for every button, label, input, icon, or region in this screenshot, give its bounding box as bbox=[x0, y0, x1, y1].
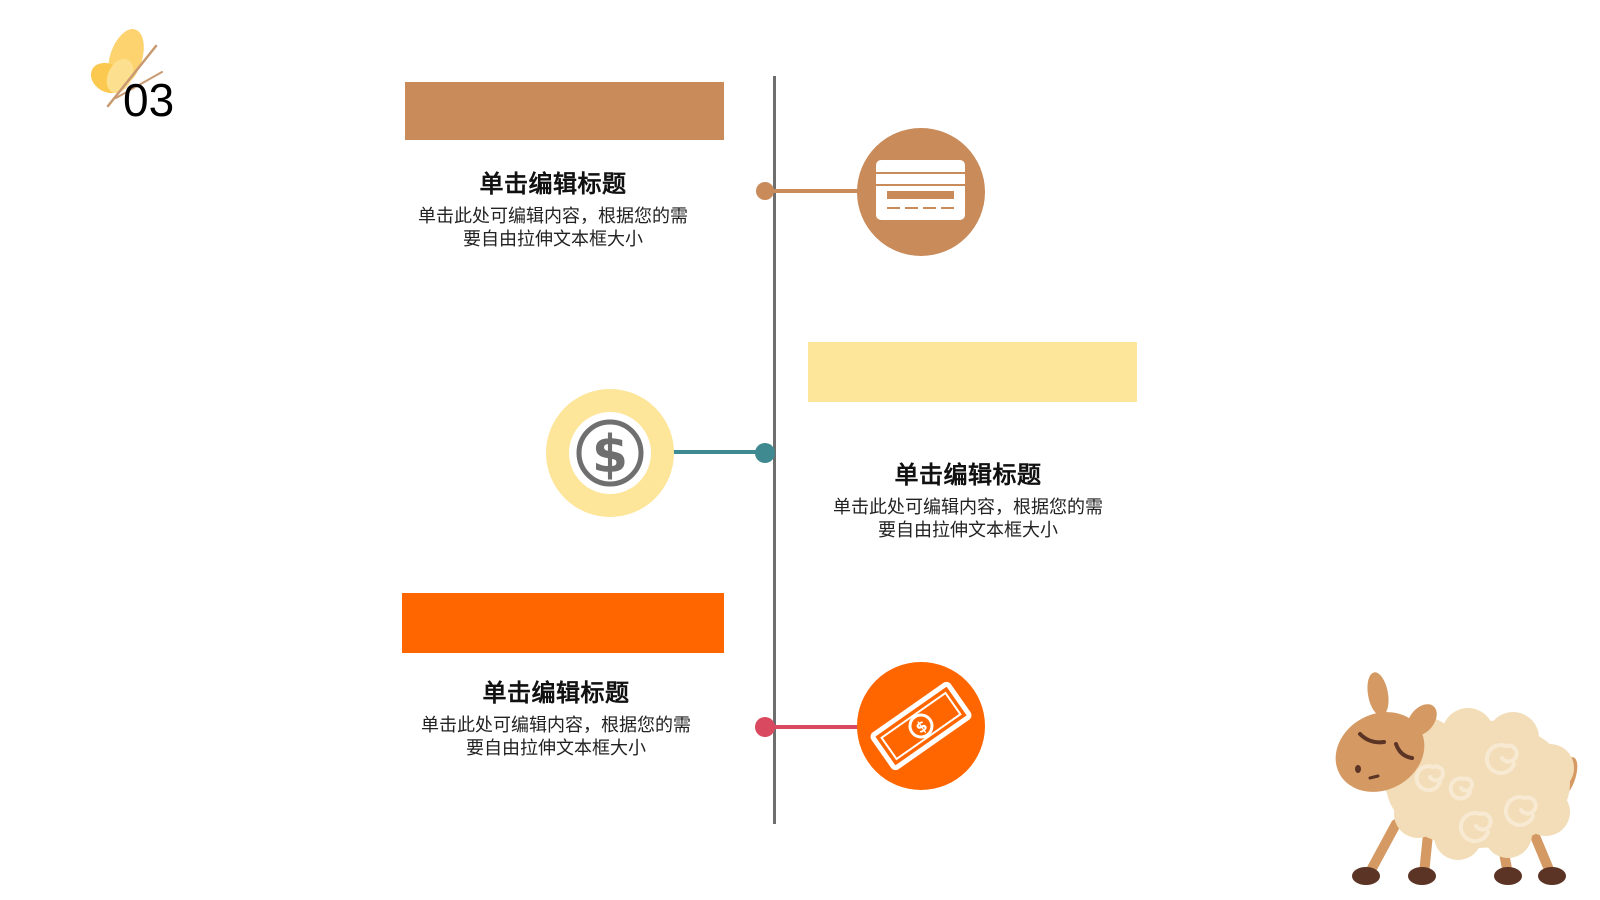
item-1-timeline-dot bbox=[756, 182, 774, 200]
item-2-header-bar[interactable] bbox=[808, 342, 1137, 402]
item-2-timeline-dot bbox=[755, 443, 775, 463]
item-1-title[interactable]: 单击编辑标题 bbox=[479, 170, 627, 198]
svg-text:$: $ bbox=[592, 425, 628, 485]
item-3-timeline-dot bbox=[755, 717, 775, 737]
item-3-description[interactable]: 单击此处可编辑内容，根据您的需 要自由拉伸文本框大小 bbox=[396, 714, 716, 760]
butterfly-icon bbox=[90, 29, 163, 108]
item-3-description-line-2: 要自由拉伸文本框大小 bbox=[466, 738, 646, 759]
item-1-connector bbox=[770, 189, 862, 193]
item-3-icon-badge[interactable]: $ bbox=[857, 662, 985, 790]
item-1-description-line-2: 要自由拉伸文本框大小 bbox=[463, 229, 643, 250]
item-2-connector bbox=[664, 450, 768, 454]
item-3-header-bar[interactable] bbox=[402, 593, 724, 653]
item-3-title[interactable]: 单击编辑标题 bbox=[482, 679, 630, 707]
item-1-description-line-1: 单击此处可编辑内容，根据您的需 bbox=[418, 206, 688, 227]
item-1-description[interactable]: 单击此处可编辑内容，根据您的需 要自由拉伸文本框大小 bbox=[393, 205, 713, 251]
item-2-description-line-2: 要自由拉伸文本框大小 bbox=[878, 520, 1058, 541]
item-3-description-line-1: 单击此处可编辑内容，根据您的需 bbox=[421, 715, 691, 736]
item-3-connector bbox=[770, 725, 870, 729]
item-2-description-line-1: 单击此处可编辑内容，根据您的需 bbox=[833, 497, 1103, 518]
item-2-title[interactable]: 单击编辑标题 bbox=[894, 461, 1042, 489]
item-1-icon-badge[interactable] bbox=[857, 128, 985, 256]
item-2-icon-badge[interactable]: $ bbox=[546, 389, 674, 517]
slide-number: 03 bbox=[123, 74, 175, 126]
item-2-description[interactable]: 单击此处可编辑内容，根据您的需 要自由拉伸文本框大小 bbox=[808, 496, 1128, 542]
banknote-icon: $ bbox=[870, 681, 972, 771]
sheep-illustration bbox=[1335, 672, 1578, 885]
credit-card-icon bbox=[876, 160, 965, 220]
item-1-header-bar[interactable] bbox=[405, 82, 724, 140]
dollar-coin-icon: $ bbox=[569, 412, 651, 494]
